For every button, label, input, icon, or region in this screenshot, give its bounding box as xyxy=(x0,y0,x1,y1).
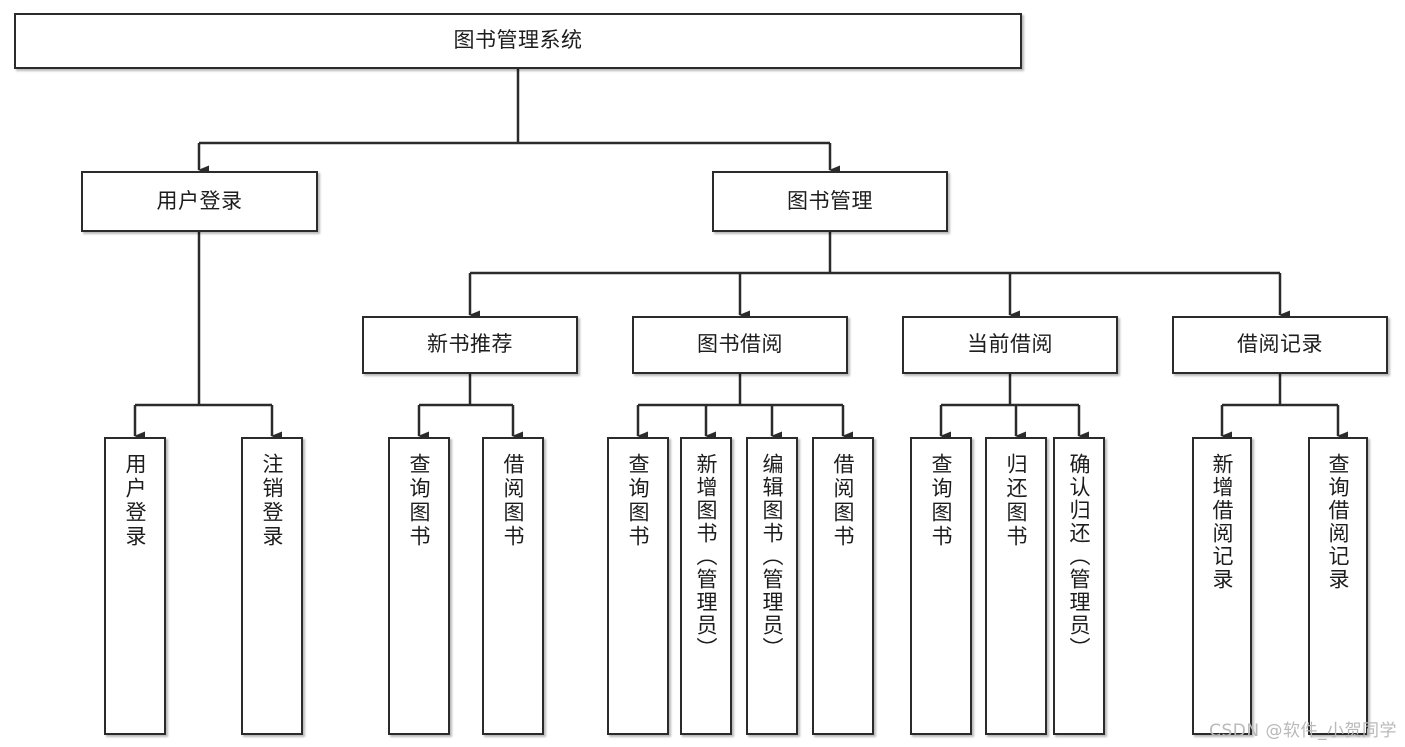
node-label: 图书管理系统 xyxy=(453,28,583,53)
node-label: 新增图书（管理员） xyxy=(694,453,719,660)
node-label: 用户登录 xyxy=(123,453,148,549)
node-leaf-query-borrow-record: 查询借阅记录 xyxy=(1308,437,1368,735)
node-leaf-user-logout: 注销登录 xyxy=(241,437,303,735)
node-leaf-borrow-book-1: 借阅图书 xyxy=(482,437,544,735)
node-label: 用户登录 xyxy=(156,188,243,213)
node-label: 新增借阅记录 xyxy=(1210,453,1235,591)
node-root-book-management-system: 图书管理系统 xyxy=(14,13,1022,69)
node-label: 图书管理 xyxy=(787,188,873,213)
node-leaf-query-book-3: 查询图书 xyxy=(910,437,972,735)
csdn-watermark: CSDN @软件_小贺同学 xyxy=(1209,721,1397,741)
node-label: 当前借阅 xyxy=(967,332,1053,357)
node-current-borrow: 当前借阅 xyxy=(902,316,1118,374)
node-label: 查询图书 xyxy=(626,453,651,549)
node-label: 确认归还（管理员） xyxy=(1067,453,1092,660)
node-leaf-add-book-admin: 新增图书（管理员） xyxy=(680,437,732,735)
node-book-borrow: 图书借阅 xyxy=(632,316,848,374)
node-leaf-user-login: 用户登录 xyxy=(104,437,166,735)
node-leaf-query-book-2: 查询图书 xyxy=(607,437,669,735)
node-leaf-confirm-return-admin: 确认归还（管理员） xyxy=(1053,437,1105,735)
node-label: 查询图书 xyxy=(929,453,954,549)
node-leaf-borrow-book-2: 借阅图书 xyxy=(812,437,874,735)
node-label: 借阅记录 xyxy=(1237,332,1323,357)
node-leaf-edit-book-admin: 编辑图书（管理员） xyxy=(746,437,798,735)
node-new-book-recommend: 新书推荐 xyxy=(362,316,578,374)
node-label: 图书借阅 xyxy=(697,332,783,357)
node-label: 查询借阅记录 xyxy=(1326,453,1351,591)
node-book-manage: 图书管理 xyxy=(712,171,948,232)
edges-group xyxy=(133,69,1348,441)
node-borrow-record: 借阅记录 xyxy=(1172,316,1388,374)
node-leaf-add-borrow-record: 新增借阅记录 xyxy=(1192,437,1252,735)
node-leaf-return-book: 归还图书 xyxy=(985,437,1047,735)
node-label: 新书推荐 xyxy=(427,332,513,357)
node-label: 注销登录 xyxy=(260,453,285,549)
node-label: 编辑图书（管理员） xyxy=(760,453,785,660)
node-user-login: 用户登录 xyxy=(81,171,318,232)
node-label: 归还图书 xyxy=(1004,453,1029,549)
node-label: 查询图书 xyxy=(407,453,432,549)
node-label: 借阅图书 xyxy=(831,453,856,549)
node-leaf-query-book-1: 查询图书 xyxy=(388,437,450,735)
node-label: 借阅图书 xyxy=(501,453,526,549)
